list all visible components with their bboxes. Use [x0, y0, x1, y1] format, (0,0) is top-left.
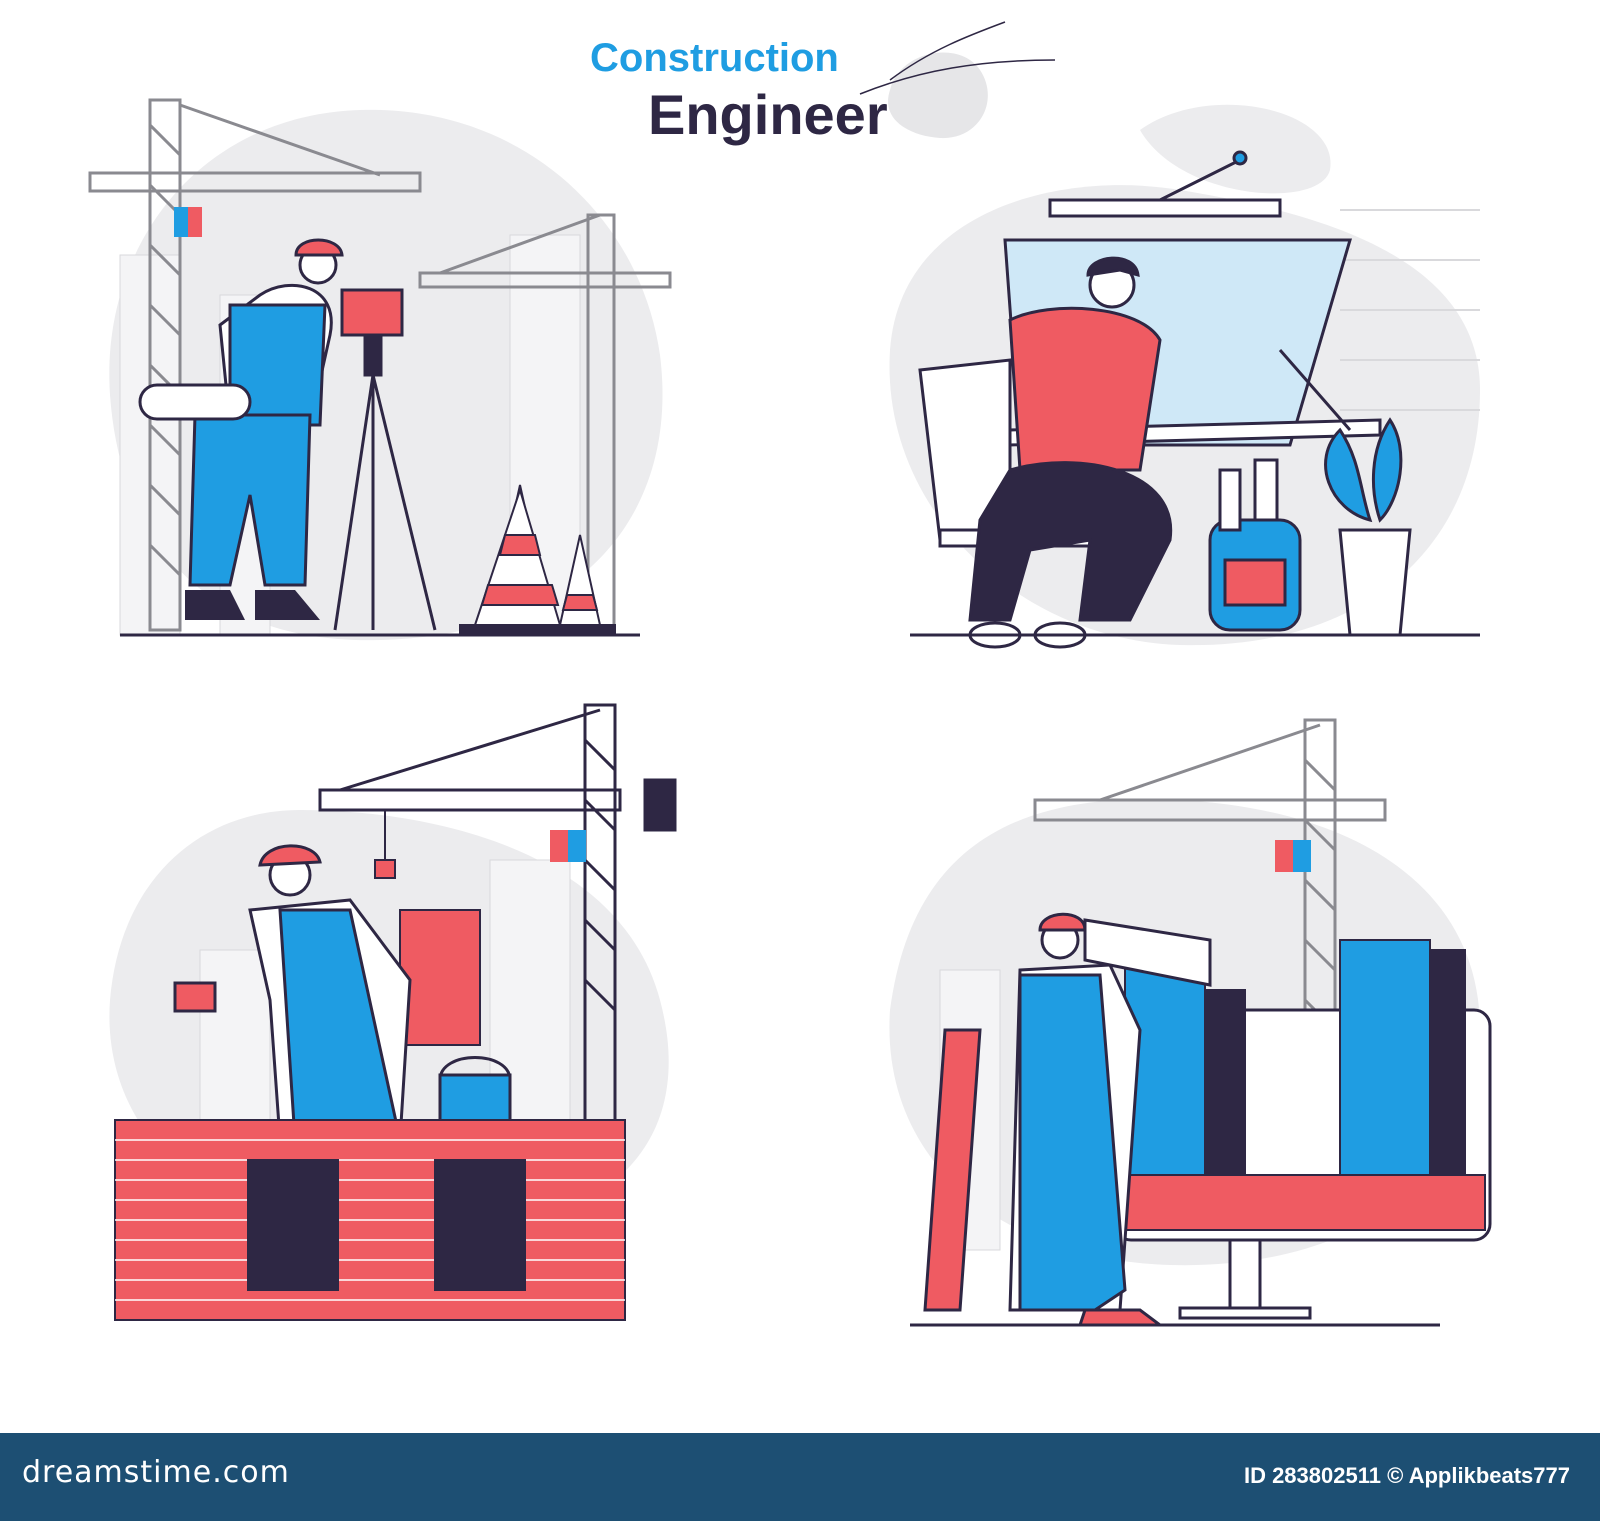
- title-background-blob: [859, 21, 1056, 139]
- title-block: Construction Engineer: [560, 20, 1080, 160]
- theodolite: [333, 288, 437, 631]
- standing-engineer: [923, 912, 1212, 1327]
- footer-bar: dreamstime.com ID 283802511 © Applikbeat…: [0, 1433, 1600, 1521]
- backpack-with-rolls: [1208, 458, 1302, 632]
- scene-surveyor: [88, 98, 672, 641]
- footer-brand[interactable]: dreamstime.com: [22, 1455, 290, 1490]
- footer-image-id: ID 283802511 © Applikbeats777: [1243, 1463, 1570, 1488]
- crane: [1033, 718, 1387, 1192]
- surveyor-worker: [138, 238, 344, 620]
- scene-monitor-building: [889, 718, 1492, 1327]
- scene-bricklayer: [109, 703, 677, 1321]
- brick-wall: [114, 1119, 626, 1321]
- drafting-engineer: [968, 256, 1173, 649]
- monitor-buildings: [1119, 939, 1486, 1231]
- scene-drafting: [889, 104, 1480, 649]
- traffic-cones: [459, 484, 616, 636]
- potted-plant: [1324, 417, 1412, 637]
- title-engineer: Engineer: [648, 83, 888, 146]
- crane-left: [88, 98, 422, 632]
- bricklayer-worker: [173, 844, 412, 1142]
- title-construction: Construction: [590, 36, 839, 80]
